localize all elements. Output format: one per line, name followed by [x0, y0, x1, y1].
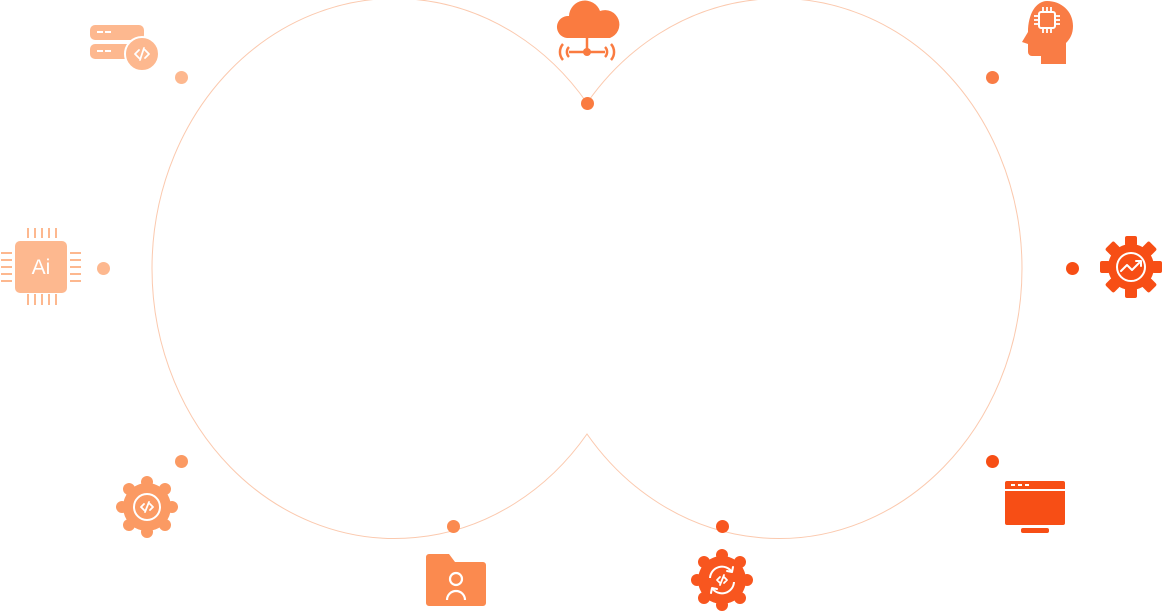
gear-analytics-icon — [1100, 236, 1162, 298]
ai-chip-label: Ai — [32, 256, 51, 279]
node-dot-monitor — [986, 455, 999, 468]
node-dot-user-folder — [447, 520, 460, 533]
node-dot-gear-code — [175, 455, 188, 468]
gear-code-sync-icon — [691, 549, 753, 611]
node-dot-ai-chip — [97, 262, 110, 275]
monitor-icon — [1005, 481, 1065, 533]
user-folder-icon — [426, 554, 486, 606]
head-chip-icon — [1022, 1, 1073, 64]
node-dot-gear-code-sync — [716, 520, 729, 533]
node-dot-head-chip — [986, 71, 999, 84]
cloud-network-icon — [556, 0, 620, 61]
node-dot-server-code — [175, 71, 188, 84]
node-dot-cloud-network — [581, 97, 594, 110]
ai-chip-icon: Ai — [1, 228, 81, 305]
gear-code-icon — [116, 476, 178, 538]
node-dot-gear-analytics — [1066, 262, 1079, 275]
server-code-icon — [90, 25, 160, 72]
